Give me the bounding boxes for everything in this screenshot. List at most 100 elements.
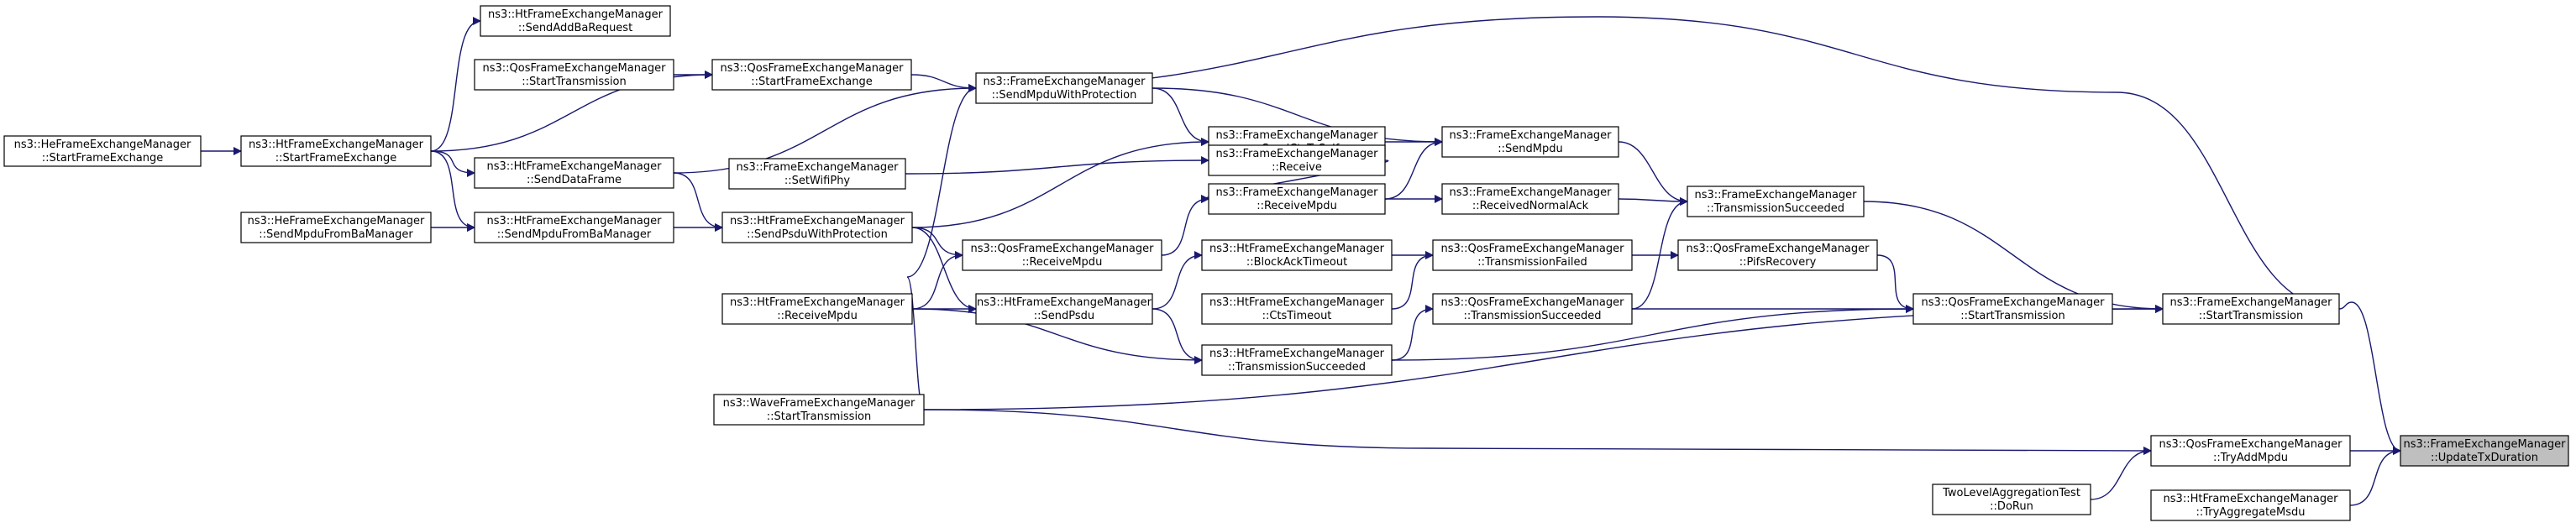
edge-ht_sendpsduprot-to-ft_ctstoself	[911, 138, 1209, 228]
node-method-label: ::DoRun	[1990, 500, 2033, 513]
node-class-label: ns3::HtFrameExchangeManager	[488, 8, 664, 21]
node-class-label: ns3::FrameExchangeManager	[2403, 438, 2566, 451]
node-ht_txsucc[interactable]: ns3::HtFrameExchangeManager::Transmissio…	[1201, 344, 1393, 376]
node-class-label: ns3::HtFrameExchangeManager	[1209, 243, 1385, 255]
node-method-label: ::ReceiveMpdu	[1257, 200, 1337, 212]
node-ht_startfe[interactable]: ns3::HtFrameExchangeManager::StartFrameE…	[240, 135, 432, 167]
node-ht_tryagg[interactable]: ns3::HtFrameExchangeManager::TryAggregat…	[2150, 489, 2351, 521]
node-q_rxmpdu[interactable]: ns3::QosFrameExchangeManager::ReceiveMpd…	[962, 239, 1162, 271]
node-ft_sendmpdu[interactable]: ns3::FrameExchangeManager::SendMpdu	[1441, 126, 1619, 158]
node-method-label: ::TryAggregateMsdu	[2196, 506, 2305, 519]
node-class-label: ns3::HtFrameExchangeManager	[730, 215, 905, 227]
node-ht_sendmpduba[interactable]: ns3::HtFrameExchangeManager::SendMpduFro…	[474, 212, 674, 243]
edge-ht_rxmpdu-to-ht_txsucc	[911, 308, 1203, 364]
node-method-label: ::SendMpduWithProtection	[992, 89, 1137, 102]
node-method-label: ::BlockAckTimeout	[1246, 256, 1347, 269]
node-class-label: ns3::QosFrameExchangeManager	[1440, 296, 1624, 309]
node-ft_start[interactable]: ns3::FrameExchangeManager::StartTransmis…	[2162, 293, 2340, 325]
node-method-label: ::StartFrameExchange	[275, 152, 397, 165]
node-method-label: ::TransmissionSucceeded	[1707, 202, 1844, 215]
node-method-label: ::SendMpdu	[1498, 143, 1562, 155]
node-class-label: ns3::QosFrameExchangeManager	[482, 62, 666, 75]
node-box	[1677, 239, 1878, 271]
edge-q_startfe-to-ft_sendprot	[910, 74, 977, 92]
node-box	[474, 157, 674, 189]
node-ft_sendprot[interactable]: ns3::FrameExchangeManager::SendMpduWithP…	[975, 72, 1153, 104]
node-ft_rxmpdu[interactable]: ns3::FrameExchangeManager::ReceiveMpdu	[1208, 183, 1386, 215]
node-method-label: ::Receive	[1272, 161, 1322, 174]
node-q_start[interactable]: ns3::QosFrameExchangeManager::StartTrans…	[1912, 293, 2113, 325]
node-ht_baktimeout[interactable]: ns3::HtFrameExchangeManager::BlockAckTim…	[1201, 239, 1393, 271]
node-tla_dorun[interactable]: TwoLevelAggregationTest::DoRun	[1932, 484, 2091, 515]
node-class-label: ns3::QosFrameExchangeManager	[2159, 438, 2343, 451]
node-ft_receive[interactable]: ns3::FrameExchangeManager::Receive	[1208, 144, 1386, 176]
node-box	[480, 5, 671, 37]
node-ht_sendpsdu[interactable]: ns3::HtFrameExchangeManager::SendPsdu	[975, 293, 1153, 325]
node-box	[1441, 126, 1619, 158]
node-box	[2150, 435, 2351, 467]
node-method-label: ::StartTransmission	[2199, 310, 2304, 322]
node-box	[1912, 293, 2113, 325]
node-ft_setwifiphy[interactable]: ns3::FrameExchangeManager::SetWifiPhy	[728, 158, 906, 190]
node-he_startfe[interactable]: ns3::HeFrameExchangeManager::StartFrameE…	[3, 135, 202, 167]
node-box	[975, 293, 1153, 325]
node-class-label: ns3::HeFrameExchangeManager	[14, 139, 191, 151]
edge-ht_sendpsduprot-to-ht_sendpsdu	[911, 227, 977, 313]
node-ht_sendaddba[interactable]: ns3::HtFrameExchangeManager::SendAddBaRe…	[480, 5, 671, 37]
node-box	[240, 212, 432, 243]
node-wave_start[interactable]: ns3::WaveFrameExchangeManager::StartTran…	[713, 394, 925, 426]
edge-ft_start-to-ft_sendprot	[975, 16, 2340, 310]
edge-ft_sendprot-to-ft_sendmpdu	[1152, 87, 1443, 146]
edge-ht_senddf-to-ht_sendpsduprot	[673, 172, 723, 232]
node-class-label: TwoLevelAggregationTest	[1942, 487, 2080, 499]
edge-ht_sendpsdu-to-ht_txsucc	[1152, 308, 1203, 364]
node-box	[962, 239, 1162, 271]
node-box	[1208, 183, 1386, 215]
node-box	[1432, 239, 1633, 271]
node-box	[728, 158, 906, 190]
node-method-label: ::StartTransmission	[1960, 310, 2065, 322]
edge-wave_start-to-ft_sendprot	[906, 84, 977, 410]
node-method-label: ::SetWifiPhy	[784, 175, 851, 187]
node-class-label: ns3::QosFrameExchangeManager	[970, 243, 1154, 255]
node-q_startfe[interactable]: ns3::QosFrameExchangeManager::StartFrame…	[711, 59, 912, 91]
node-class-label: ns3::FrameExchangeManager	[1215, 148, 1378, 160]
node-ht_senddf[interactable]: ns3::HtFrameExchangeManager::SendDataFra…	[474, 157, 674, 189]
node-ht_rxmpdu[interactable]: ns3::HtFrameExchangeManager::ReceiveMpdu	[721, 293, 913, 325]
node-layer: ns3::FrameExchangeManager::UpdateTxDurat…	[3, 5, 2569, 521]
node-ft_txsucc[interactable]: ns3::FrameExchangeManager::TransmissionS…	[1687, 186, 1865, 217]
node-method-label: ::StartTransmission	[522, 76, 627, 88]
node-class-label: ns3::QosFrameExchangeManager	[720, 62, 904, 75]
edge-ht_sendpsdu-to-ht_baktimeout	[1152, 251, 1203, 310]
edge-wave_start-to-q_tryadd	[923, 409, 2152, 455]
node-class-label: ns3::HeFrameExchangeManager	[248, 215, 425, 227]
edge-layer	[201, 16, 2401, 506]
node-method-label: ::TransmissionFailed	[1477, 256, 1587, 269]
node-class-label: ns3::HtFrameExchangeManager	[730, 296, 905, 309]
node-he_sendmpduba[interactable]: ns3::HeFrameExchangeManager::SendMpduFro…	[240, 212, 432, 243]
node-class-label: ns3::HtFrameExchangeManager	[1209, 296, 1385, 309]
node-method-label: ::SendMpduFromBaManager	[497, 228, 652, 241]
node-q_start2[interactable]: ns3::QosFrameExchangeManager::StartTrans…	[474, 59, 674, 91]
node-ft_rxnack[interactable]: ns3::FrameExchangeManager::ReceivedNorma…	[1441, 183, 1619, 215]
node-root[interactable]: ns3::FrameExchangeManager::UpdateTxDurat…	[2400, 435, 2569, 467]
node-q_tryadd[interactable]: ns3::QosFrameExchangeManager::TryAddMpdu	[2150, 435, 2351, 467]
node-method-label: ::ReceiveMpdu	[777, 310, 858, 322]
node-box	[240, 135, 432, 167]
node-method-label: ::SendPsduWithProtection	[747, 228, 888, 241]
node-q_txfail[interactable]: ns3::QosFrameExchangeManager::Transmissi…	[1432, 239, 1633, 271]
node-ht_sendpsduprot[interactable]: ns3::HtFrameExchangeManager::SendPsduWit…	[721, 212, 913, 243]
edge-ht_startfe-to-ht_sendmpduba	[430, 150, 475, 232]
node-q_pifs[interactable]: ns3::QosFrameExchangeManager::PifsRecove…	[1677, 239, 1878, 271]
node-q_txsucc[interactable]: ns3::QosFrameExchangeManager::Transmissi…	[1432, 293, 1633, 325]
node-method-label: ::UpdateTxDuration	[2431, 452, 2538, 464]
node-ht_ctstimeout[interactable]: ns3::HtFrameExchangeManager::CtsTimeout	[1201, 293, 1393, 325]
edge-ft_sendprot-to-ft_ctstoself	[1152, 87, 1209, 146]
node-method-label: ::PifsRecovery	[1739, 256, 1817, 269]
node-method-label: ::TransmissionSucceeded	[1463, 310, 1601, 322]
edge-ft_setwifiphy-to-ft_receive	[905, 156, 1209, 175]
node-class-label: ns3::FrameExchangeManager	[736, 161, 899, 174]
node-box	[1201, 344, 1393, 376]
node-class-label: ns3::FrameExchangeManager	[1215, 186, 1378, 199]
